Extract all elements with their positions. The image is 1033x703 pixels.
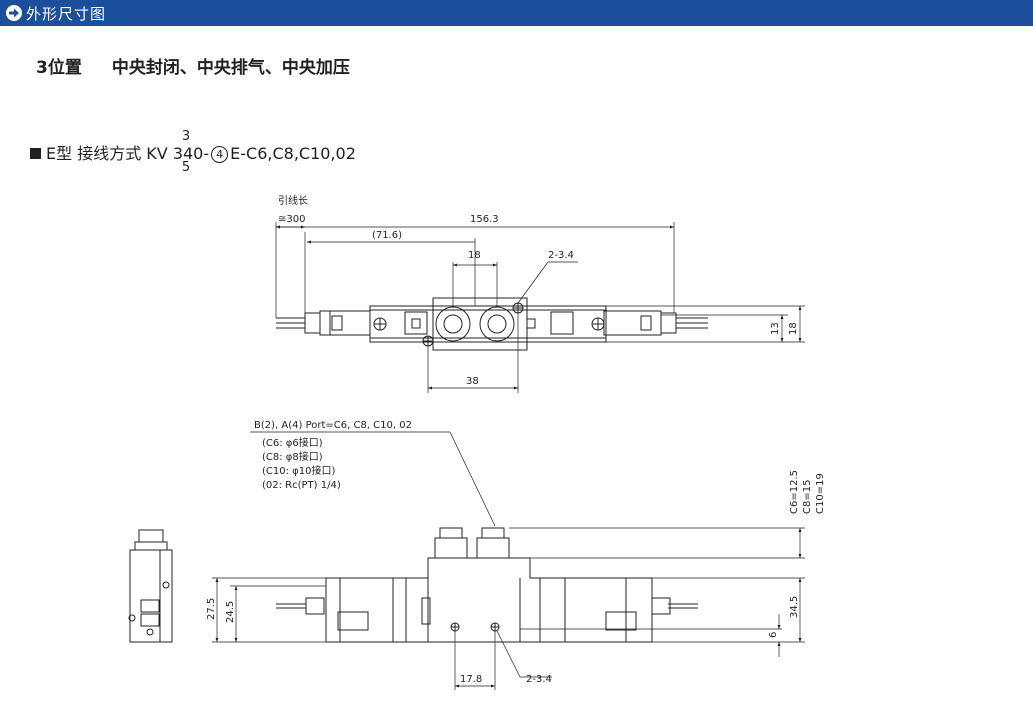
lead-wires-left <box>276 317 305 329</box>
top-view-dimensions <box>275 222 805 393</box>
solenoid-right <box>603 310 662 336</box>
section-title: 外形尺寸图 <box>26 5 107 23</box>
side-valve-body <box>405 557 541 643</box>
dim-hole-offset: 17.8 <box>460 674 482 685</box>
model-stack-bottom: 5 <box>181 160 191 175</box>
port-size-c10: (C10: φ10接口) <box>262 464 335 477</box>
model-prefix: E型 接线方式 KV <box>46 144 173 163</box>
port-size-c8: (C8: φ8接口) <box>262 450 323 463</box>
side-wires-left <box>276 603 306 609</box>
port-note: B(2), A(4) Port=C6, C8, C10, 02 <box>254 420 412 431</box>
dim-height-outer: 18 <box>788 322 799 335</box>
connector-left <box>304 312 321 334</box>
heading-options: 中央封闭、中央排气、中央加压 <box>111 58 350 78</box>
lead-wires-right <box>676 317 708 329</box>
fitting-a <box>476 537 510 559</box>
end-view-body <box>129 549 173 643</box>
arrow-right-circle-icon <box>6 5 22 21</box>
dim-height-base: 6 <box>768 632 779 638</box>
fitting-height-c6: C6=12.5 <box>789 470 800 514</box>
dim-mount-holes-side: 2-3.4 <box>526 674 552 685</box>
end-view <box>128 529 173 643</box>
dim-offset: (71.6) <box>372 230 402 241</box>
fitting-height-c8: C8=15 <box>802 480 813 514</box>
model-stack-mid: 3 <box>172 144 183 163</box>
side-wires-right <box>668 603 698 609</box>
side-view-dimensions <box>212 431 805 690</box>
dim-overall-length: 156.3 <box>470 214 499 225</box>
port-b-top <box>435 306 471 342</box>
dim-height-inner: 13 <box>770 322 781 335</box>
port-size-02: (02: Rc(PT) 1/4) <box>262 480 341 491</box>
side-solenoid-left <box>325 577 407 643</box>
solenoid-left <box>319 310 371 336</box>
dim-mount-holes-top: 2-3.4 <box>548 250 574 261</box>
dim-height-total: 27.5 <box>206 598 217 620</box>
model-mid-tail: 40- <box>183 144 210 163</box>
section-header-bar: 外形尺寸图 <box>0 0 1033 26</box>
model-stack-top: 3 <box>181 129 191 144</box>
fitting-height-c10: C10=19 <box>815 473 826 514</box>
dim-height-right: 34.5 <box>789 596 800 618</box>
fitting-b <box>434 537 468 559</box>
dim-port-pitch: 18 <box>468 250 481 261</box>
page-heading: 3位置 中央封闭、中央排气、中央加压 <box>36 53 350 78</box>
model-suffix: E-C6,C8,C10,02 <box>230 144 356 163</box>
square-bullet-icon <box>30 148 41 159</box>
dim-hole-spacing: 38 <box>466 376 479 387</box>
side-view <box>276 527 698 643</box>
port-a-top <box>479 306 515 342</box>
side-solenoid-right <box>539 577 653 643</box>
lead-length: ≅300 <box>278 214 305 225</box>
lead-label: 引线长 <box>278 194 308 207</box>
heading-position: 3位置 <box>36 58 82 78</box>
port-size-c6: (C6: φ6接口) <box>262 436 323 449</box>
top-view <box>276 297 708 351</box>
connector-right <box>660 312 677 334</box>
dim-height-body: 24.5 <box>225 601 236 623</box>
model-circled-number: 4 <box>211 146 229 163</box>
